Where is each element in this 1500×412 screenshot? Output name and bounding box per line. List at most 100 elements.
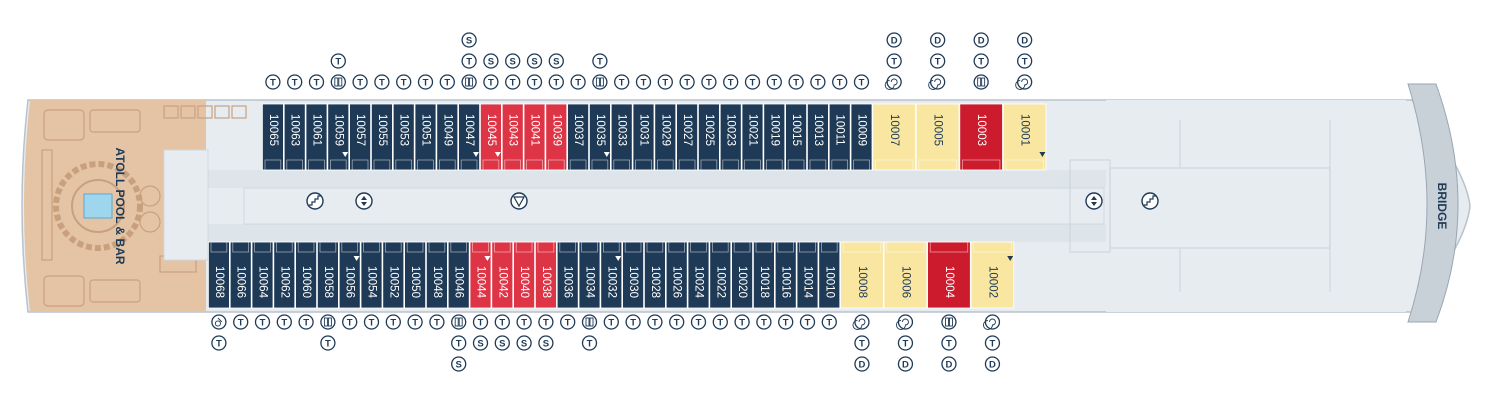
cabin-bathroom — [646, 241, 664, 253]
cabin-10035[interactable]: 10035 — [589, 103, 611, 171]
cabin-bathroom — [428, 241, 446, 253]
cabin-10009[interactable]: 10009 — [850, 103, 873, 171]
cabin-10023[interactable]: 10023 — [719, 103, 742, 171]
cabin-10054[interactable]: 10054 — [360, 241, 383, 309]
cabin-10048[interactable]: 10048 — [425, 241, 448, 309]
symbol-d: D — [1017, 32, 1033, 48]
cabin-10015[interactable]: 10015 — [785, 103, 807, 171]
cabin-block[interactable] — [1002, 103, 1047, 171]
symbol-t: T — [363, 314, 380, 330]
symbol-letter: T — [859, 78, 865, 89]
cabin-block[interactable] — [883, 241, 928, 309]
cabin-10044[interactable]: 10044 — [469, 241, 492, 309]
symbol-letter: T — [990, 339, 996, 350]
cabin-10053[interactable]: 10053 — [392, 103, 415, 171]
symbol-t: T — [330, 53, 346, 69]
symbol-t: T — [854, 335, 870, 351]
cabin-10066[interactable]: 10066 — [229, 241, 252, 309]
cabin-10003[interactable]: 10003 — [959, 103, 1003, 171]
symbol-t: T — [548, 74, 564, 90]
cabin-10031[interactable]: 10031 — [632, 103, 655, 171]
cabin-10008[interactable]: 10008 — [840, 241, 884, 309]
cabin-10043[interactable]: 10043 — [501, 103, 524, 171]
cabin-10047[interactable]: 10047 — [458, 103, 481, 171]
cabin-block[interactable] — [959, 103, 1003, 171]
cabin-10051[interactable]: 10051 — [414, 103, 437, 171]
cabin-10038[interactable]: 10038 — [535, 241, 557, 309]
cabin-bathroom — [515, 241, 533, 253]
cabin-10028[interactable]: 10028 — [644, 241, 666, 309]
cabin-10040[interactable]: 10040 — [513, 241, 535, 309]
cabin-number: 10048 — [431, 266, 443, 298]
cabin-10059[interactable]: 10059 — [327, 103, 350, 171]
cabin-10022[interactable]: 10022 — [709, 241, 732, 309]
cabin-10011[interactable]: 10011 — [828, 103, 851, 171]
cabin-10042[interactable]: 10042 — [491, 241, 514, 309]
symbol-t: T — [701, 74, 717, 90]
cabin-10060[interactable]: 10060 — [295, 241, 318, 309]
cabin-10018[interactable]: 10018 — [753, 241, 775, 309]
cabin-block[interactable] — [915, 103, 960, 171]
cabin-10032[interactable]: 10032 — [600, 241, 623, 309]
cabin-10020[interactable]: 10020 — [731, 241, 753, 309]
cabin-10002[interactable]: 10002 — [970, 241, 1015, 309]
cabin-bathroom — [232, 241, 250, 253]
cabin-10046[interactable]: 10046 — [447, 241, 470, 309]
cabin-10068[interactable]: 10068 — [207, 241, 230, 309]
symbol-s: S — [505, 53, 521, 69]
cabin-10014[interactable]: 10014 — [796, 241, 819, 309]
symbol-t: T — [581, 335, 598, 351]
cabin-10010[interactable]: 10010 — [818, 241, 841, 309]
cabin-10025[interactable]: 10025 — [698, 103, 720, 171]
cabin-10034[interactable]: 10034 — [578, 241, 601, 309]
cabin-10049[interactable]: 10049 — [436, 103, 459, 171]
cabin-10001[interactable]: 10001 — [1002, 103, 1047, 171]
cabin-10039[interactable]: 10039 — [545, 103, 568, 171]
cabin-number: 10026 — [671, 266, 683, 298]
twin-beds-icon — [941, 314, 957, 330]
cabin-10037[interactable]: 10037 — [567, 103, 589, 171]
cabin-number: 10059 — [332, 114, 344, 146]
cabin-10045[interactable]: 10045 — [479, 103, 502, 171]
cabin-10004[interactable]: 10004 — [927, 241, 971, 309]
cabin-10006[interactable]: 10006 — [883, 241, 928, 309]
symbol-letter: T — [314, 78, 320, 89]
cabin-10052[interactable]: 10052 — [382, 241, 405, 309]
cabin-block[interactable] — [927, 241, 971, 309]
symbol-letter: D — [902, 360, 909, 371]
cabin-10029[interactable]: 10029 — [654, 103, 677, 171]
cabin-number: 10008 — [856, 266, 868, 298]
cabin-10026[interactable]: 10026 — [665, 241, 688, 309]
cabin-10058[interactable]: 10058 — [316, 241, 339, 309]
cabin-10055[interactable]: 10055 — [370, 103, 393, 171]
cabin-number: 10040 — [518, 266, 530, 298]
cabin-10064[interactable]: 10064 — [251, 241, 274, 309]
cabin-number: 10053 — [398, 114, 410, 146]
cabin-10013[interactable]: 10013 — [807, 103, 829, 171]
cabin-10024[interactable]: 10024 — [687, 241, 710, 309]
cabin-10030[interactable]: 10030 — [622, 241, 644, 309]
cabin-10027[interactable]: 10027 — [676, 103, 698, 171]
cabin-10041[interactable]: 10041 — [523, 103, 546, 171]
connecting-triangle — [603, 152, 610, 157]
cabin-10021[interactable]: 10021 — [741, 103, 764, 171]
cabin-10033[interactable]: 10033 — [610, 103, 633, 171]
cabin-10061[interactable]: 10061 — [305, 103, 328, 171]
cabin-10050[interactable]: 10050 — [404, 241, 427, 309]
cabin-10062[interactable]: 10062 — [273, 241, 296, 309]
cabin-block[interactable] — [840, 241, 884, 309]
cabin-10019[interactable]: 10019 — [763, 103, 786, 171]
cabin-10057[interactable]: 10057 — [349, 103, 372, 171]
cabin-10007[interactable]: 10007 — [872, 103, 916, 171]
cabin-10056[interactable]: 10056 — [338, 241, 361, 309]
cabin-10005[interactable]: 10005 — [915, 103, 960, 171]
cabin-number: 10047 — [463, 114, 475, 146]
symbol-t: T — [211, 335, 227, 351]
cabin-10036[interactable]: 10036 — [556, 241, 579, 309]
cabin-block[interactable] — [970, 241, 1015, 309]
symbol-d: D — [897, 356, 914, 372]
cabin-10065[interactable]: 10065 — [261, 103, 284, 171]
cabin-10016[interactable]: 10016 — [774, 241, 797, 309]
symbol-t: T — [570, 74, 586, 90]
cabin-10063[interactable]: 10063 — [283, 103, 306, 171]
